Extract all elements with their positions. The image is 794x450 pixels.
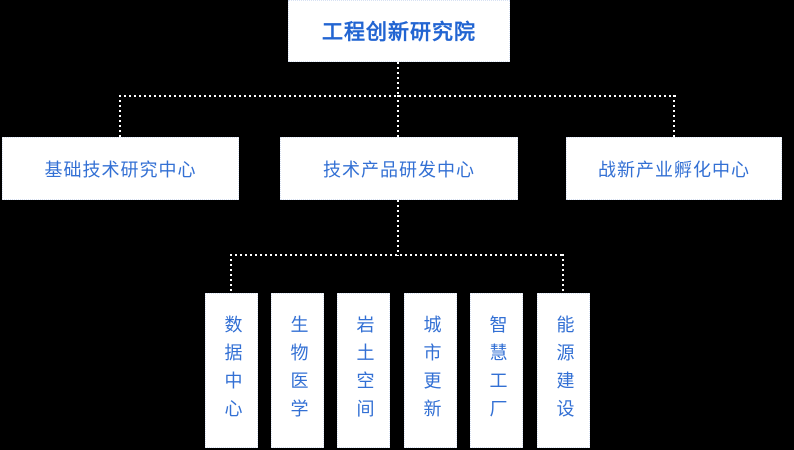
center-node-basic-technology: 基础技术研究中心 (2, 137, 239, 200)
connector-drop-left-center (119, 95, 121, 138)
subcenter-node-energy-construction: 能源建设 (537, 293, 590, 448)
connector-root-stem (397, 62, 399, 97)
connector-drop-first-subcenter (230, 254, 232, 293)
subcenter-node-smart-factory: 智慧工厂 (470, 293, 523, 448)
subcenter-node-biomedicine: 生物医学 (271, 293, 324, 448)
subcenter-node-urban-renewal: 城市更新 (404, 293, 457, 448)
connector-subcenters-horizontal (230, 254, 564, 256)
connector-drop-last-subcenter (562, 254, 564, 293)
center-node-industry-incubation: 战新产业孵化中心 (566, 137, 782, 200)
org-root-node: 工程创新研究院 (288, 0, 510, 62)
connector-product-rnd-stem (397, 200, 399, 256)
connector-drop-middle-center (397, 95, 399, 137)
connector-drop-right-center (673, 95, 675, 137)
subcenter-node-geotech-space: 岩土空间 (337, 293, 390, 448)
subcenter-node-data-center: 数据中心 (205, 293, 258, 448)
center-node-product-rnd: 技术产品研发中心 (280, 137, 518, 200)
